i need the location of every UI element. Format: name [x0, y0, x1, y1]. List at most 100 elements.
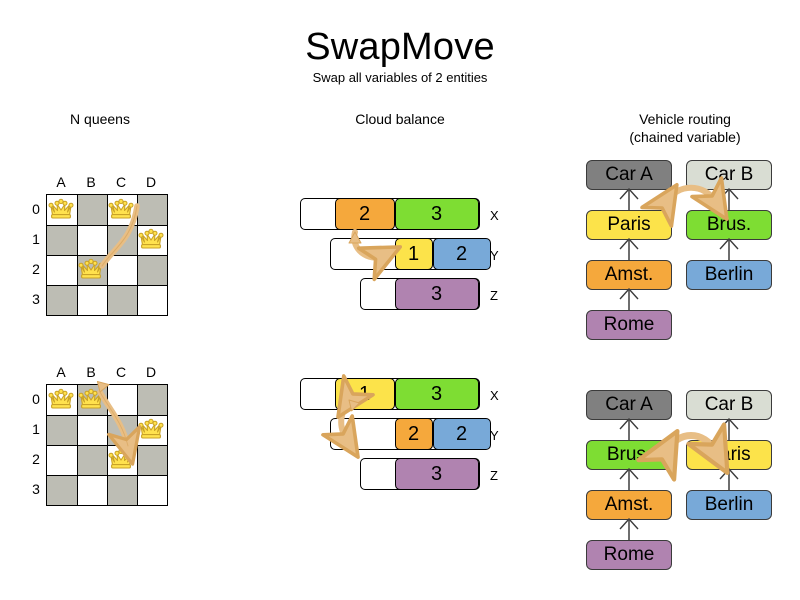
vrp-city-Amst-car_a-after: Amst. — [586, 490, 672, 520]
section-heading-cloud-balance: Cloud balance — [355, 111, 445, 127]
vrp-city-Brus-car_a-after: Brus. — [586, 440, 672, 470]
board-cell-C0-before — [107, 195, 137, 225]
board-cell-D1-before — [137, 225, 167, 255]
page-subtitle: Swap all variables of 2 entities — [312, 70, 488, 85]
board-cell-C1-before — [107, 225, 137, 255]
board-cell-B3-before — [77, 285, 107, 315]
page-title: SwapMove — [305, 26, 495, 68]
cloud-row-label-Y-before: Y — [490, 248, 499, 263]
board-cell-B2-before — [77, 255, 107, 285]
board-cell-C3-before — [107, 285, 137, 315]
chessboard-after — [46, 384, 168, 506]
board-cell-C2-after — [107, 445, 137, 475]
board-cell-B1-before — [77, 225, 107, 255]
vrp-vehicle-car_a-before: Car A — [586, 160, 672, 190]
board-file-label-B-after: B — [86, 364, 96, 380]
board-file-label-A-before: A — [56, 174, 66, 190]
board-file-label-A-after: A — [56, 364, 66, 380]
vrp-vehicle-car_b-after: Car B — [686, 390, 772, 420]
board-cell-C2-before — [107, 255, 137, 285]
cloud-segment-Y-0-after: 2 — [394, 418, 433, 450]
vrp-chevron-up-icon — [619, 288, 639, 300]
cloud-segment-X-1-after: 3 — [394, 378, 479, 410]
vrp-connector-car_b-1-before — [728, 240, 731, 260]
vrp-city-Paris-car_b-after: Paris — [686, 440, 772, 470]
vrp-chevron-up-icon — [619, 518, 639, 530]
board-rank-label-3-after: 3 — [32, 481, 40, 497]
board-cell-B0-after — [77, 385, 107, 415]
vrp-connector-car_a-1-before — [628, 240, 631, 260]
vrp-city-Rome-car_a-after: Rome — [586, 540, 672, 570]
board-cell-A2-before — [47, 255, 77, 285]
cloud-segment-Y-1-before: 2 — [432, 238, 491, 270]
board-cell-C1-after — [107, 415, 137, 445]
board-cell-D2-before — [137, 255, 167, 285]
board-cell-A0-after — [47, 385, 77, 415]
board-cell-A1-after — [47, 415, 77, 445]
cloud-segment-Z-0-after: 3 — [394, 458, 479, 490]
board-cell-A1-before — [47, 225, 77, 255]
board-file-label-B-before: B — [86, 174, 96, 190]
vrp-chevron-up-icon — [719, 468, 739, 480]
section-heading-vehicle-routing: Vehicle routing (chained variable) — [600, 110, 770, 146]
vrp-connector-car_a-2-before — [628, 290, 631, 310]
board-cell-A2-after — [47, 445, 77, 475]
board-cell-D0-before — [137, 195, 167, 225]
vrp-connector-car_a-1-after — [628, 470, 631, 490]
board-cell-B3-after — [77, 475, 107, 505]
board-rank-label-0-before: 0 — [32, 201, 40, 217]
cloud-row-label-X-before: X — [490, 208, 499, 223]
section-heading-nqueens: N queens — [70, 111, 130, 127]
vrp-connector-car_a-2-after — [628, 520, 631, 540]
board-rank-label-2-after: 2 — [32, 451, 40, 467]
vrp-city-Rome-car_a-before: Rome — [586, 310, 672, 340]
vrp-chevron-up-icon — [719, 418, 739, 430]
vrp-city-Brus-car_b-before: Brus. — [686, 210, 772, 240]
vrp-connector-car_a-0-after — [628, 420, 631, 440]
cloud-row-label-X-after: X — [490, 388, 499, 403]
board-rank-label-1-before: 1 — [32, 231, 40, 247]
board-cell-C3-after — [107, 475, 137, 505]
vrp-chevron-up-icon — [619, 188, 639, 200]
board-cell-A3-after — [47, 475, 77, 505]
board-cell-A3-before — [47, 285, 77, 315]
vrp-chevron-up-icon — [719, 238, 739, 250]
vrp-heading-line-2: (chained variable) — [629, 129, 741, 145]
board-rank-label-3-before: 3 — [32, 291, 40, 307]
board-file-label-D-before: D — [145, 174, 157, 190]
cloud-segment-X-0-after: 1 — [334, 378, 395, 410]
chessboard-before — [46, 194, 168, 316]
board-rank-label-1-after: 1 — [32, 421, 40, 437]
vrp-city-Amst-car_a-before: Amst. — [586, 260, 672, 290]
cloud-segment-X-0-before: 2 — [334, 198, 395, 230]
cloud-segment-Z-0-before: 3 — [394, 278, 479, 310]
board-cell-D3-after — [137, 475, 167, 505]
cloud-segment-X-1-before: 3 — [394, 198, 479, 230]
vrp-heading-line-1: Vehicle routing — [639, 111, 731, 127]
cloud-row-label-Z-before: Z — [490, 288, 498, 303]
board-cell-C0-after — [107, 385, 137, 415]
vrp-vehicle-car_b-before: Car B — [686, 160, 772, 190]
board-cell-D1-after — [137, 415, 167, 445]
board-cell-B1-after — [77, 415, 107, 445]
cloud-segment-Y-1-after: 2 — [432, 418, 491, 450]
board-file-label-C-before: C — [115, 174, 127, 190]
board-cell-A0-before — [47, 195, 77, 225]
vrp-vehicle-car_a-after: Car A — [586, 390, 672, 420]
board-cell-D0-after — [137, 385, 167, 415]
vrp-connector-car_b-0-before — [728, 190, 731, 210]
vrp-city-Berlin-car_b-after: Berlin — [686, 490, 772, 520]
board-file-label-D-after: D — [145, 364, 157, 380]
board-file-label-C-after: C — [115, 364, 127, 380]
vrp-chevron-up-icon — [619, 468, 639, 480]
board-cell-D2-after — [137, 445, 167, 475]
vrp-city-Paris-car_a-before: Paris — [586, 210, 672, 240]
cloud-segment-Y-0-before: 1 — [394, 238, 433, 270]
board-rank-label-0-after: 0 — [32, 391, 40, 407]
cloud-row-label-Y-after: Y — [490, 428, 499, 443]
board-rank-label-2-before: 2 — [32, 261, 40, 277]
vrp-chevron-up-icon — [619, 418, 639, 430]
vrp-city-Berlin-car_b-before: Berlin — [686, 260, 772, 290]
vrp-chevron-up-icon — [619, 238, 639, 250]
